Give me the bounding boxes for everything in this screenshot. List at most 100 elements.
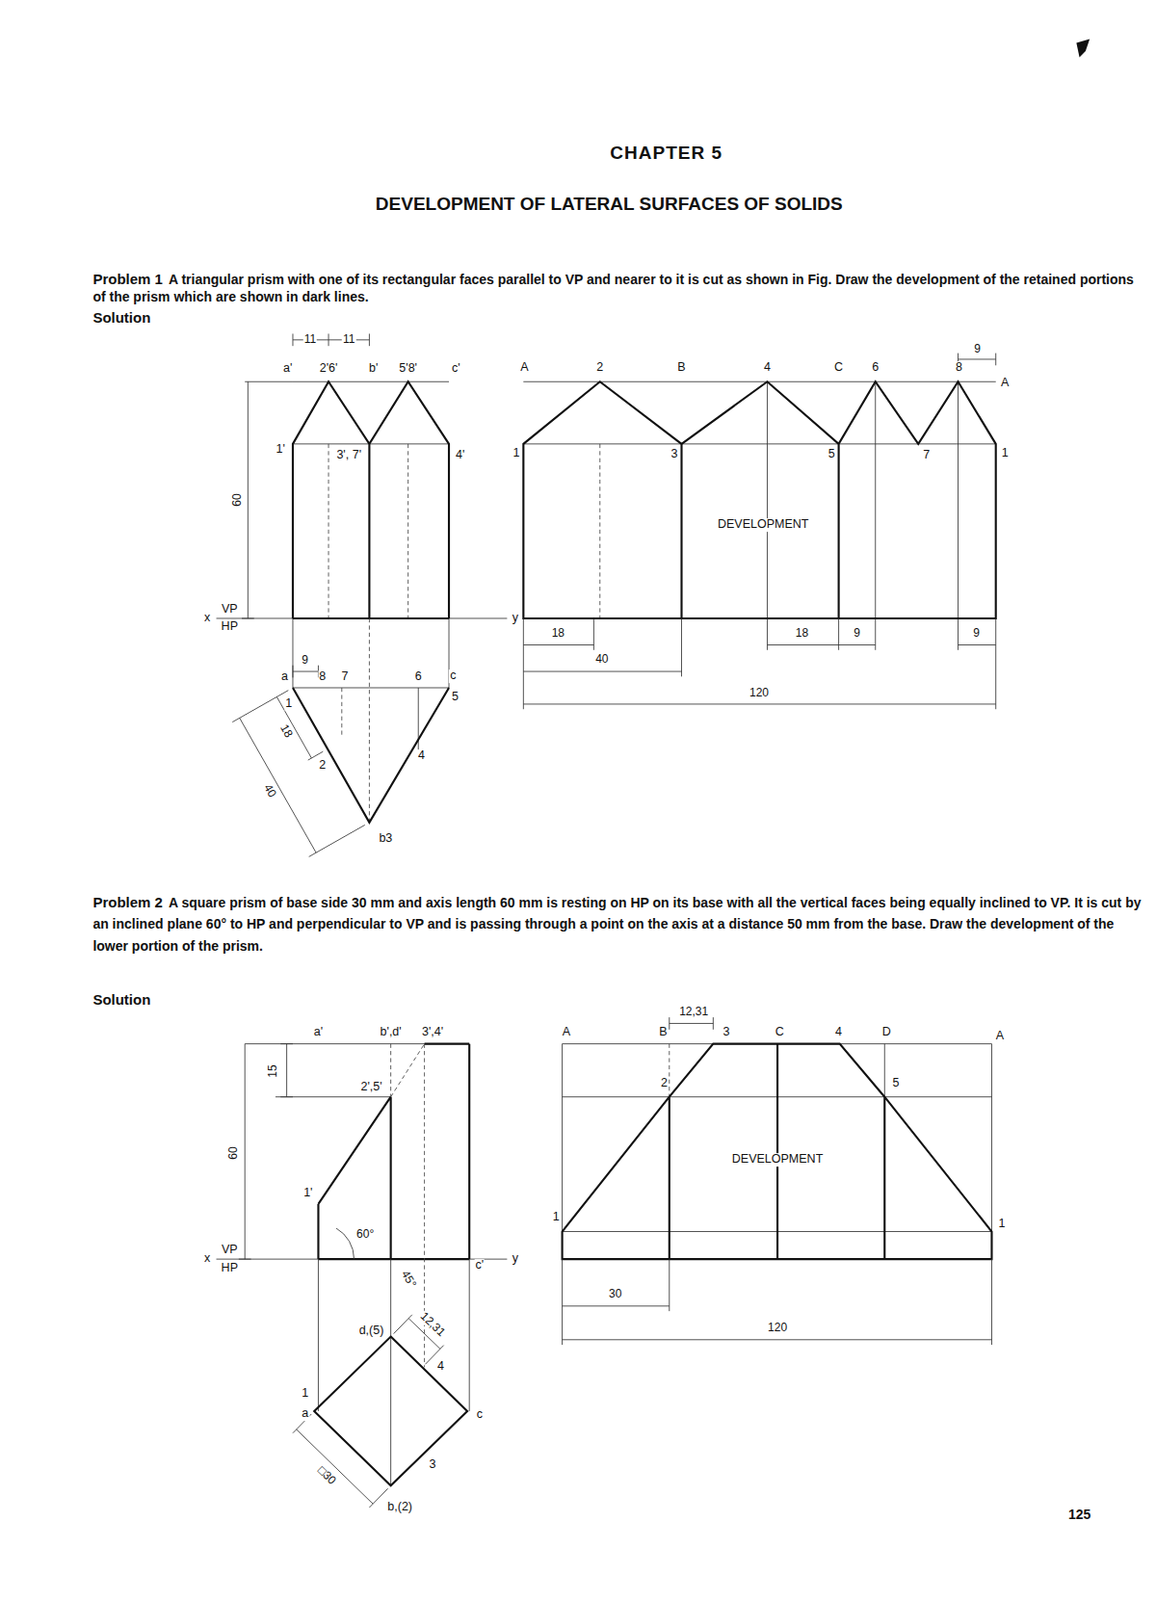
point-label: 1' <box>302 1186 314 1201</box>
point-label: 6 <box>870 361 880 375</box>
point-label: 2'6' <box>318 363 340 377</box>
problem2-top-view <box>314 1337 468 1487</box>
dimension-value: 30 <box>607 1287 623 1301</box>
point-label: 8 <box>317 670 327 684</box>
problem1-top-view <box>292 618 449 757</box>
problem1-front-view <box>216 381 508 619</box>
dimension-value: 40 <box>594 654 609 667</box>
point-label: 4' <box>454 449 466 464</box>
problem2-development <box>562 1017 993 1345</box>
point-label: x <box>203 611 211 626</box>
point-label: 1 <box>998 1217 1007 1232</box>
point-label: a' <box>313 1025 324 1040</box>
dimension-value: 11 <box>303 333 317 346</box>
problem2-top-view <box>317 1259 470 1486</box>
dimension-value: 60 <box>231 492 244 507</box>
point-label: 4 <box>417 749 426 763</box>
point-label: y <box>511 1252 520 1266</box>
problem1-top-view <box>239 696 316 853</box>
dimension-value: 9 <box>972 627 981 640</box>
point-label: b3 <box>377 832 394 846</box>
problem1-development <box>599 444 601 619</box>
dimension-value: 40 <box>260 781 279 801</box>
problem1-top-view <box>232 618 449 857</box>
point-label: 2 <box>317 760 327 774</box>
problem1-development <box>523 381 996 619</box>
point-label: A <box>999 376 1010 391</box>
point-label: A <box>519 361 529 375</box>
chapter-heading: CHAPTER 5 <box>608 143 724 164</box>
point-label: c <box>475 1408 484 1422</box>
problem2-development <box>562 1044 993 1260</box>
point-label: c <box>448 669 457 684</box>
problem1-development <box>523 353 996 710</box>
dimension-value: 11 <box>341 333 356 346</box>
point-label: 7 <box>921 449 931 464</box>
point-label: VP <box>220 603 239 617</box>
point-label: 3',4' <box>420 1025 445 1040</box>
problem2-front-view <box>216 1044 508 1260</box>
point-label: C <box>833 361 844 375</box>
problem-statement: A square prism of base side 30 mm and ax… <box>92 892 1144 957</box>
point-label: B <box>676 361 686 375</box>
point-label: b,(2) <box>386 1501 414 1516</box>
point-label: 4 <box>436 1360 446 1374</box>
problem2-front-view <box>317 1044 470 1260</box>
dimension-value: 18 <box>794 627 810 640</box>
problem1-front-view <box>292 381 449 619</box>
dimension-value: 9 <box>972 343 982 357</box>
problem1-front-view <box>292 333 369 346</box>
point-label: 7 <box>341 670 350 684</box>
problem-heading: Solution <box>92 309 151 327</box>
point-label: 3 <box>670 447 680 462</box>
problem-statement: A triangular prism with one of its recta… <box>92 270 1144 306</box>
dimension-value: 60 <box>227 1145 240 1160</box>
point-label: b',d' <box>379 1025 403 1040</box>
problem2-top-view <box>292 1414 389 1508</box>
point-label: 1 <box>300 1387 310 1401</box>
view-label: DEVELOPMENT <box>716 519 810 533</box>
scan-mark <box>1076 38 1090 57</box>
point-label: 5 <box>450 691 460 706</box>
point-label: a' <box>282 363 293 377</box>
point-label: B <box>657 1025 668 1040</box>
point-label: 1' <box>275 443 287 457</box>
dimension-value: 60° <box>355 1228 375 1241</box>
point-label: c' <box>450 363 462 377</box>
dimension-value: 9 <box>852 627 862 640</box>
point-label: 5 <box>891 1077 900 1091</box>
point-label: C <box>774 1025 786 1040</box>
point-label: 3 <box>428 1458 438 1472</box>
point-label: 4 <box>834 1025 843 1040</box>
dimension-value: 9 <box>300 655 310 668</box>
point-label: 1 <box>511 446 521 461</box>
chapter-title: DEVELOPMENT OF LATERAL SURFACES OF SOLID… <box>375 193 843 215</box>
point-label: HP <box>220 620 239 634</box>
scan-mark <box>1076 38 1090 57</box>
problem-heading: Solution <box>92 989 151 1011</box>
problem1-top-view <box>341 618 370 823</box>
view-label: DEVELOPMENT <box>731 1153 824 1167</box>
dimension-value: 18 <box>551 627 566 640</box>
problem2-development <box>668 1044 670 1098</box>
point-label: 2 <box>659 1077 669 1091</box>
point-label: 1 <box>1000 446 1010 461</box>
problem1-front-view <box>216 333 508 618</box>
problem-heading: Problem 2 <box>92 892 163 914</box>
point-label: x <box>203 1252 211 1266</box>
problem2-front-view <box>336 1228 355 1260</box>
point-label: A <box>561 1025 572 1040</box>
point-label: a <box>280 670 289 684</box>
problem1-development <box>523 645 996 705</box>
point-label: 1 <box>551 1210 561 1225</box>
point-label: 6 <box>414 670 423 684</box>
point-label: 3 <box>722 1025 732 1040</box>
point-label: 2',5' <box>359 1080 383 1095</box>
problem1-development <box>523 381 996 619</box>
point-label: b' <box>367 363 379 377</box>
dimension-value: 18 <box>276 721 295 741</box>
dimension-value: 15 <box>266 1063 280 1078</box>
dimension-value: 120 <box>766 1321 789 1335</box>
dimension-value: 12,31 <box>678 1005 710 1019</box>
